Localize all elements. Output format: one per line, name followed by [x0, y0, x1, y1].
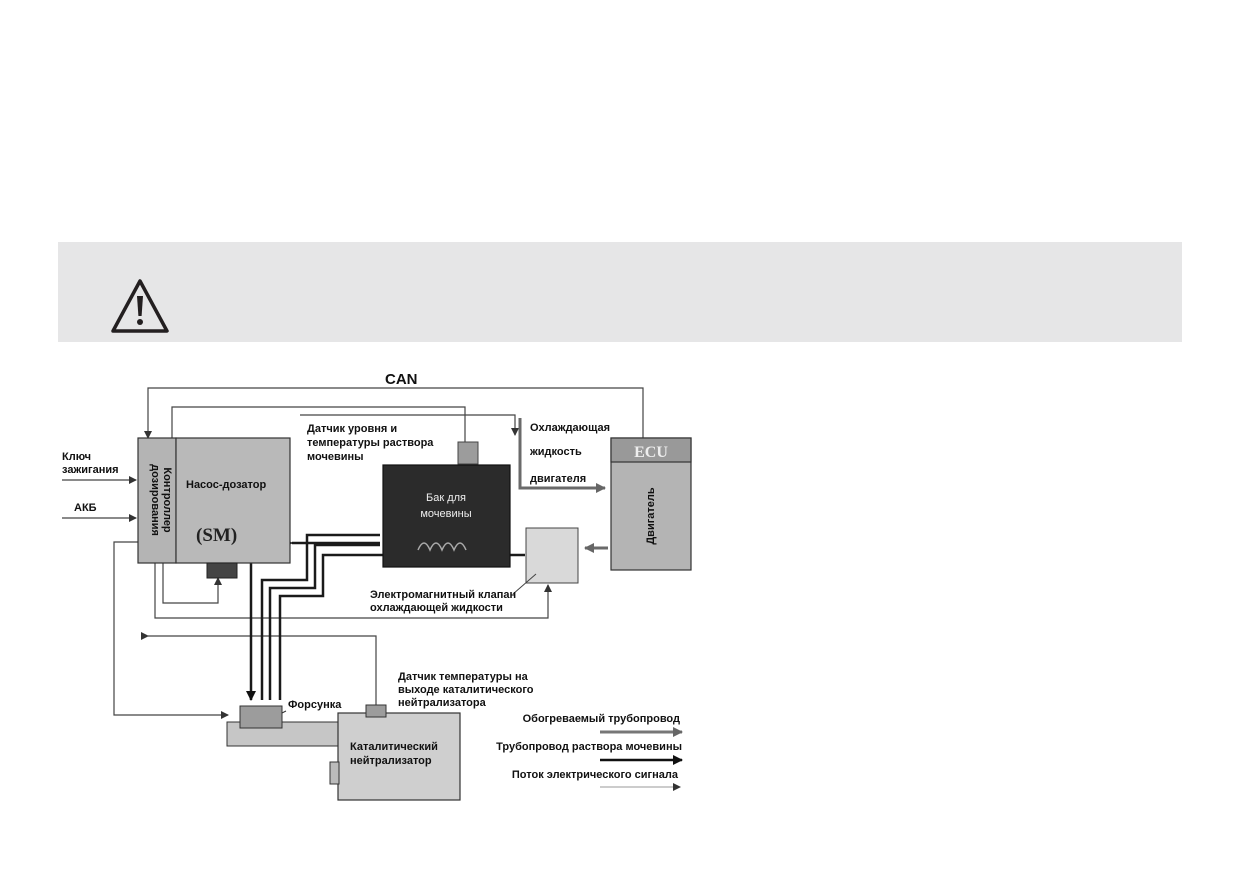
pump-label: Насос-дозатор	[186, 479, 266, 491]
temp-sensor	[365, 704, 387, 718]
sm-label: (SM)	[196, 525, 237, 546]
coolant-valve	[525, 527, 579, 584]
temp-sensor-label-3: нейтрализатора	[398, 697, 487, 709]
coolant-label-3: двигателя	[530, 473, 586, 485]
urea-tank	[382, 464, 511, 568]
catalytic-converter	[337, 712, 461, 801]
legend-urea-label: Трубопровод раствора мочевины	[496, 741, 682, 753]
valve-label-1: Электромагнитный клапан	[370, 589, 516, 601]
injector-label: Форсунка	[288, 699, 342, 711]
legend-heated-label: Обогреваемый трубопровод	[523, 713, 680, 725]
key-label-1: Ключ	[62, 451, 91, 463]
scr-system-diagram: Контроллер дозирования Насос-дозатор (SM…	[62, 371, 692, 801]
signal-lines	[113, 387, 644, 719]
engine-label: Двигатель	[645, 487, 657, 545]
battery-label: АКБ	[74, 502, 97, 514]
can-label: CAN	[385, 371, 418, 388]
level-sensor-label-1: Датчик уровня и	[307, 423, 397, 435]
tank-label-1: Бак для	[426, 492, 466, 504]
injector	[239, 705, 283, 729]
ecu-label: ECU	[634, 444, 668, 461]
catalyst-label-2: нейтрализатор	[350, 755, 432, 767]
level-sensor-label-2: температуры раствора	[307, 437, 434, 449]
controller-label-2: дозирования	[149, 464, 161, 536]
tank-label-2: мочевины	[420, 508, 471, 520]
coolant-label-1: Охлаждающая	[530, 422, 610, 434]
level-sensor	[457, 441, 479, 465]
temp-sensor-label-1: Датчик температуры на	[398, 671, 529, 683]
level-sensor-label-3: мочевины	[307, 451, 364, 463]
catalyst-outlet	[329, 761, 340, 785]
catalyst-label-1: Каталитический	[350, 741, 438, 753]
ecu	[610, 437, 692, 463]
dosing-pump	[175, 437, 291, 564]
controller-label-1: Контроллер	[161, 467, 173, 533]
key-label-2: зажигания	[62, 464, 119, 476]
valve-label-2: охлаждающей жидкости	[370, 602, 503, 614]
pump-connector	[206, 562, 238, 579]
heater-coil	[417, 542, 467, 552]
valve-pointer	[512, 573, 537, 595]
heated-pipelines	[518, 418, 608, 553]
legend-signal-label: Поток электрического сигнала	[512, 769, 679, 781]
warning-triangle-icon	[111, 279, 169, 333]
warning-bar	[58, 242, 1182, 342]
coolant-label-2: жидкость	[529, 446, 582, 458]
temp-sensor-label-2: выходе каталитического	[398, 684, 534, 696]
